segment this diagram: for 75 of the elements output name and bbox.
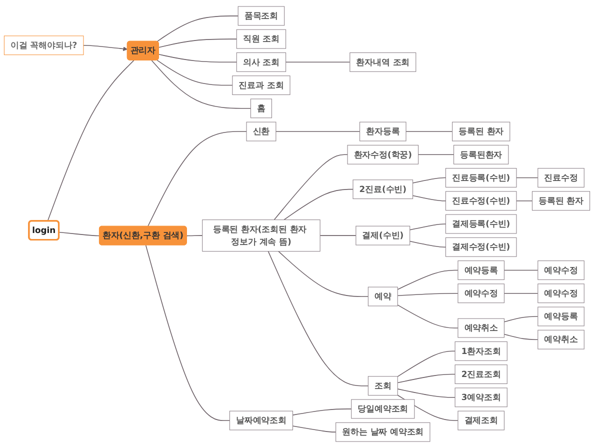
node-box: 진료과 조회 — [232, 76, 290, 95]
node-box: 예약수정 — [458, 284, 504, 304]
connector — [397, 292, 458, 296]
connector — [147, 131, 247, 227]
connector — [156, 60, 233, 86]
node-box: 의사 조회 — [236, 52, 286, 72]
node-box: 결제조회 — [458, 410, 504, 430]
node-box: 홈 — [250, 98, 272, 118]
node-box: 예약 — [368, 286, 398, 306]
connector — [268, 250, 369, 386]
node-box: 2진료조회 — [454, 364, 508, 384]
connector — [418, 154, 454, 156]
connector — [156, 16, 238, 42]
node-box: 조회 — [368, 376, 398, 396]
connector — [516, 200, 533, 202]
connector — [47, 60, 134, 222]
connector — [158, 54, 238, 63]
node-box: 예약등록 — [538, 306, 584, 326]
connector — [397, 304, 458, 328]
node-box: 등록된 환자 — [452, 122, 510, 142]
node-box: 등록된 환자 — [532, 191, 590, 211]
node-box: 예약취소 — [538, 330, 584, 350]
connector — [516, 177, 538, 178]
connector — [406, 131, 453, 132]
connector — [292, 408, 352, 416]
node-box: 신환 — [246, 122, 276, 142]
node-box: 환자수정(학꿍) — [347, 144, 419, 164]
node-box: 결제수정(수빈) — [445, 237, 517, 257]
connector — [151, 60, 252, 109]
connector — [278, 250, 369, 297]
connector — [320, 235, 356, 236]
connector — [409, 240, 446, 248]
node-box: 진료수정(수빈) — [445, 191, 517, 211]
connector — [274, 154, 348, 220]
node-box: 3예약조회 — [454, 388, 508, 408]
node-box: 환자등록 — [360, 122, 406, 142]
node-box: 예약취소 — [458, 318, 504, 338]
connector — [276, 131, 360, 132]
connector — [145, 244, 230, 421]
connector — [397, 388, 456, 398]
node-box: 2진료(수빈) — [352, 180, 414, 200]
connector — [504, 292, 538, 294]
connector — [412, 177, 446, 184]
connector — [397, 374, 456, 384]
node-box: 결제등록(수빈) — [445, 214, 517, 234]
connector — [58, 232, 100, 236]
node-box: 예약등록 — [458, 260, 504, 280]
connector — [186, 235, 203, 236]
node-box: 직원 조회 — [236, 29, 286, 49]
connector — [504, 316, 538, 322]
connector — [285, 62, 350, 63]
node-box: 등록된환자 — [454, 144, 509, 164]
node-box: 원하는 날짜 예약조회 — [336, 422, 430, 442]
connector — [504, 270, 538, 271]
connector — [409, 224, 446, 230]
connector — [158, 38, 238, 48]
node-box: 이걸 꼭해야되나? — [4, 36, 84, 56]
node-box: 품목조회 — [238, 6, 285, 26]
arrow — [83, 44, 128, 52]
connector — [397, 350, 456, 377]
connector — [504, 334, 538, 340]
node-box: 날짜예약조회 — [229, 410, 293, 430]
node-box: 등록된 환자(조회된 환자 정보가 계속 뜸) — [202, 220, 320, 252]
connector — [284, 188, 354, 220]
node-box: 당일예약조회 — [351, 399, 415, 419]
node-box: 1환자조회 — [454, 341, 508, 361]
node-box: 진료등록(수빈) — [445, 168, 517, 188]
node-box: 예약수정 — [538, 260, 584, 280]
node-box: 진료수정 — [538, 168, 584, 188]
node-box: 환자내역 조회 — [350, 52, 416, 72]
connector — [397, 270, 458, 290]
connector — [292, 426, 336, 432]
node-box: 예약수정 — [538, 284, 584, 304]
connector — [412, 195, 446, 202]
node-box: 결제(수빈) — [356, 226, 410, 246]
